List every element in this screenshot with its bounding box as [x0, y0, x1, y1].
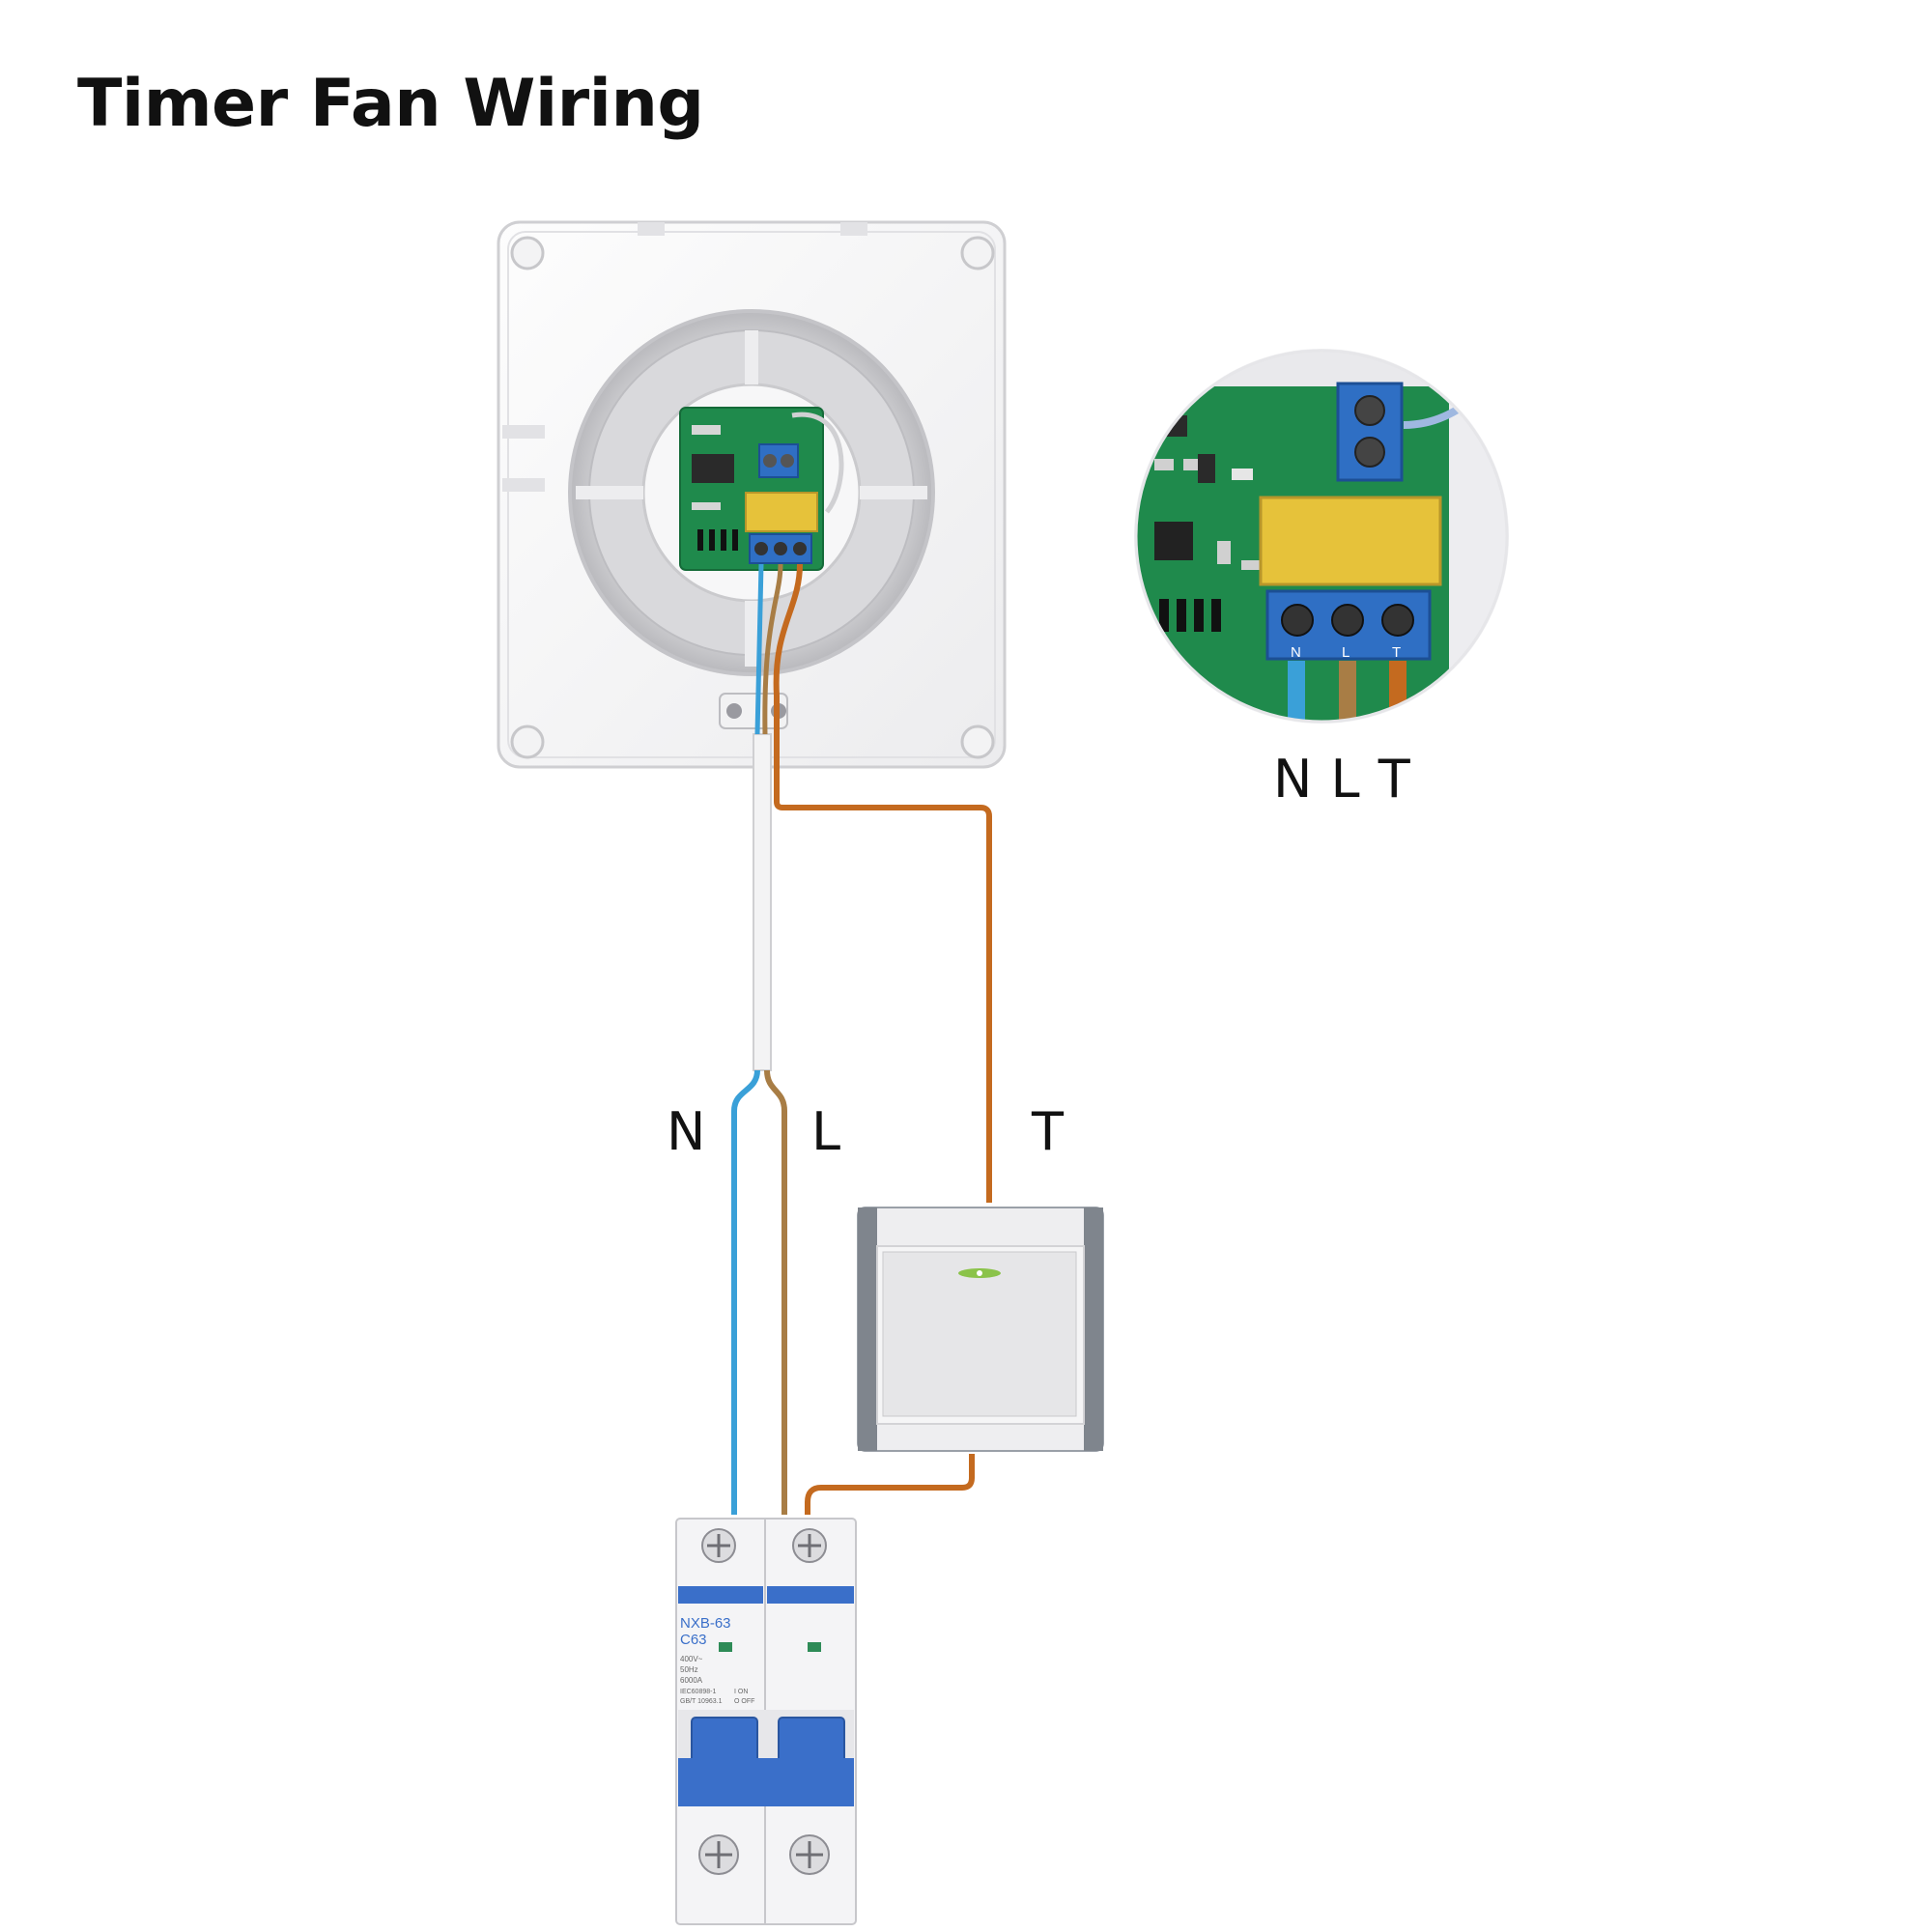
wires: [731, 563, 992, 1515]
breaker-standard-2: GB/T 10963.1: [680, 1698, 723, 1705]
switch-return-wire: [805, 1454, 975, 1515]
fan-unit: [497, 220, 1007, 769]
terminal-label-n: N: [1291, 644, 1301, 661]
neutral-wire: [731, 1069, 760, 1515]
breaker-frequency: 50Hz: [680, 1665, 698, 1674]
breaker-on-text: I ON: [734, 1689, 748, 1695]
circuit-breaker: NXB-63 C63 400V~ 50Hz 6000A IEC60898-1 G…: [675, 1518, 857, 1925]
breaker-off-text: O OFF: [734, 1698, 754, 1705]
terminal-label-t: T: [1392, 644, 1401, 661]
screw-icon: [698, 1834, 830, 1875]
breaker-capacity: 6000A: [680, 1676, 703, 1685]
terminal-label-l: L: [1342, 644, 1350, 661]
live-label: L: [811, 1101, 841, 1162]
screw-icon: [701, 1528, 827, 1563]
screw-hole-icon: [510, 236, 995, 759]
light-switch: [857, 1207, 1104, 1452]
breaker-model: NXB-63: [680, 1615, 731, 1632]
timer-wire: [773, 563, 992, 1203]
terminal-closeup-inset: N L T: [1134, 349, 1509, 724]
breaker-rating: C63: [680, 1632, 707, 1648]
pcb-board: [679, 407, 824, 571]
page-title: Timer Fan Wiring: [77, 66, 704, 142]
breaker-voltage: 400V~: [680, 1655, 703, 1663]
breaker-standard-1: IEC60898-1: [680, 1689, 716, 1695]
live-wire: [764, 1069, 787, 1515]
timer-label: T: [1032, 1101, 1064, 1162]
neutral-label: N: [667, 1101, 706, 1162]
inset-terminal-labels: N L T: [1273, 749, 1414, 810]
